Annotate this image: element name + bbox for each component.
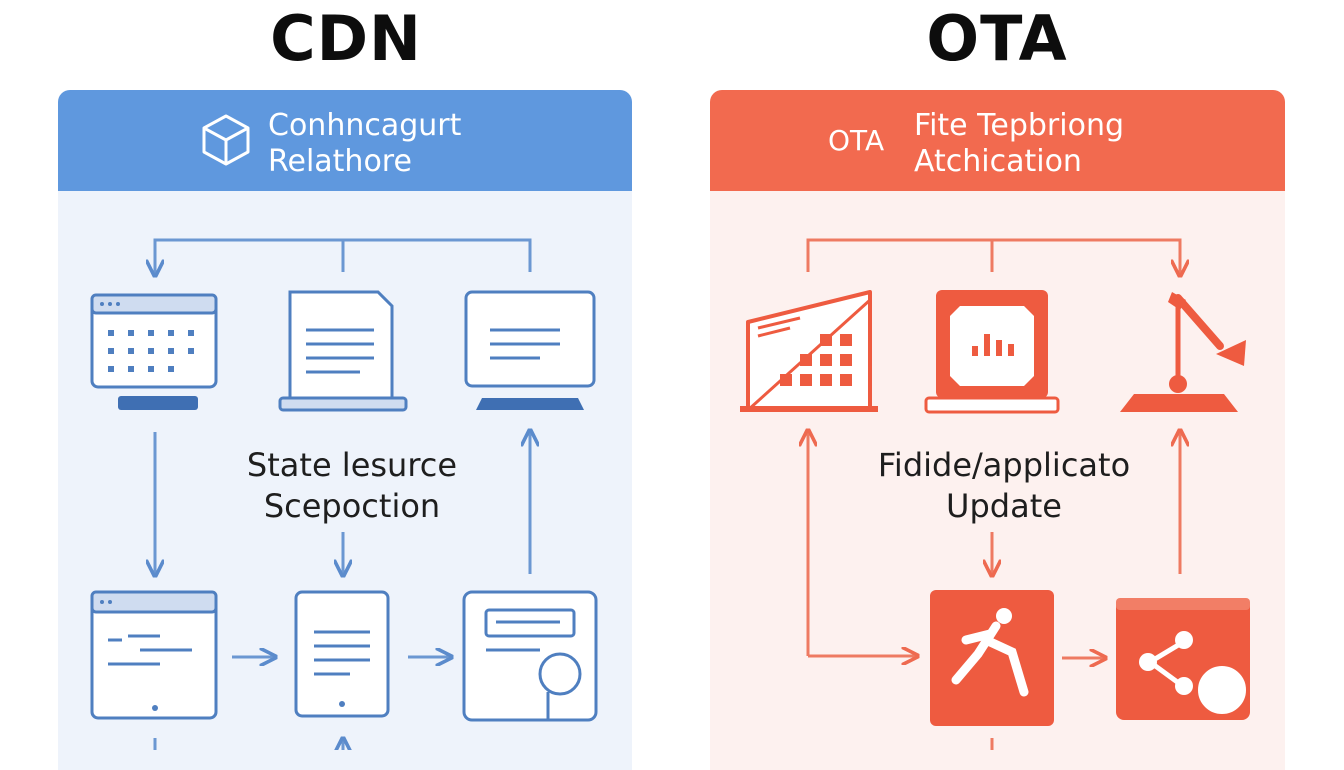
cdn-top-loop-right (343, 238, 532, 272)
ota-top-loop (806, 238, 1180, 274)
cdn-header-line1: Conhncagurt (268, 108, 462, 143)
cdn-middle-line1: State lesurce (246, 446, 458, 484)
cube-icon (202, 114, 250, 166)
ota-title: OTA (926, 2, 1068, 75)
ota-panel-header: OTA Fite Tepbriong Atchication (710, 90, 1285, 191)
cdn-title: CDN (270, 2, 422, 75)
ota-middle-line2: Update (946, 487, 1062, 525)
device-chip-icon (924, 290, 1060, 414)
search-document-icon (462, 590, 598, 722)
ota-header-line2: Atchication (914, 144, 1082, 179)
cdn-middle-line2: Scepoction (263, 487, 441, 525)
lamp-icon (1120, 292, 1246, 412)
cdn-top-loop-left (155, 238, 345, 274)
ota-middle-line1: Fidide/applicato (877, 446, 1131, 484)
chart-grid-icon (740, 290, 878, 412)
desktop-calendar-icon (90, 293, 218, 410)
share-window-icon (1116, 598, 1250, 720)
laptop-document-icon (278, 290, 408, 412)
diagram-graphics (90, 238, 1250, 750)
ota-connectors (806, 238, 1180, 750)
cdn-connectors (155, 238, 532, 750)
laptop-text-icon (464, 290, 596, 410)
ota-header-line1: Fite Tepbriong (914, 108, 1125, 143)
browser-code-icon (90, 590, 218, 720)
runner-icon (930, 590, 1054, 726)
cdn-header-line2: Relathore (268, 144, 412, 179)
ota-header-prefix: OTA (828, 124, 885, 157)
tablet-icon (294, 590, 390, 718)
cdn-panel-header: Conhncagurt Relathore (58, 90, 632, 191)
